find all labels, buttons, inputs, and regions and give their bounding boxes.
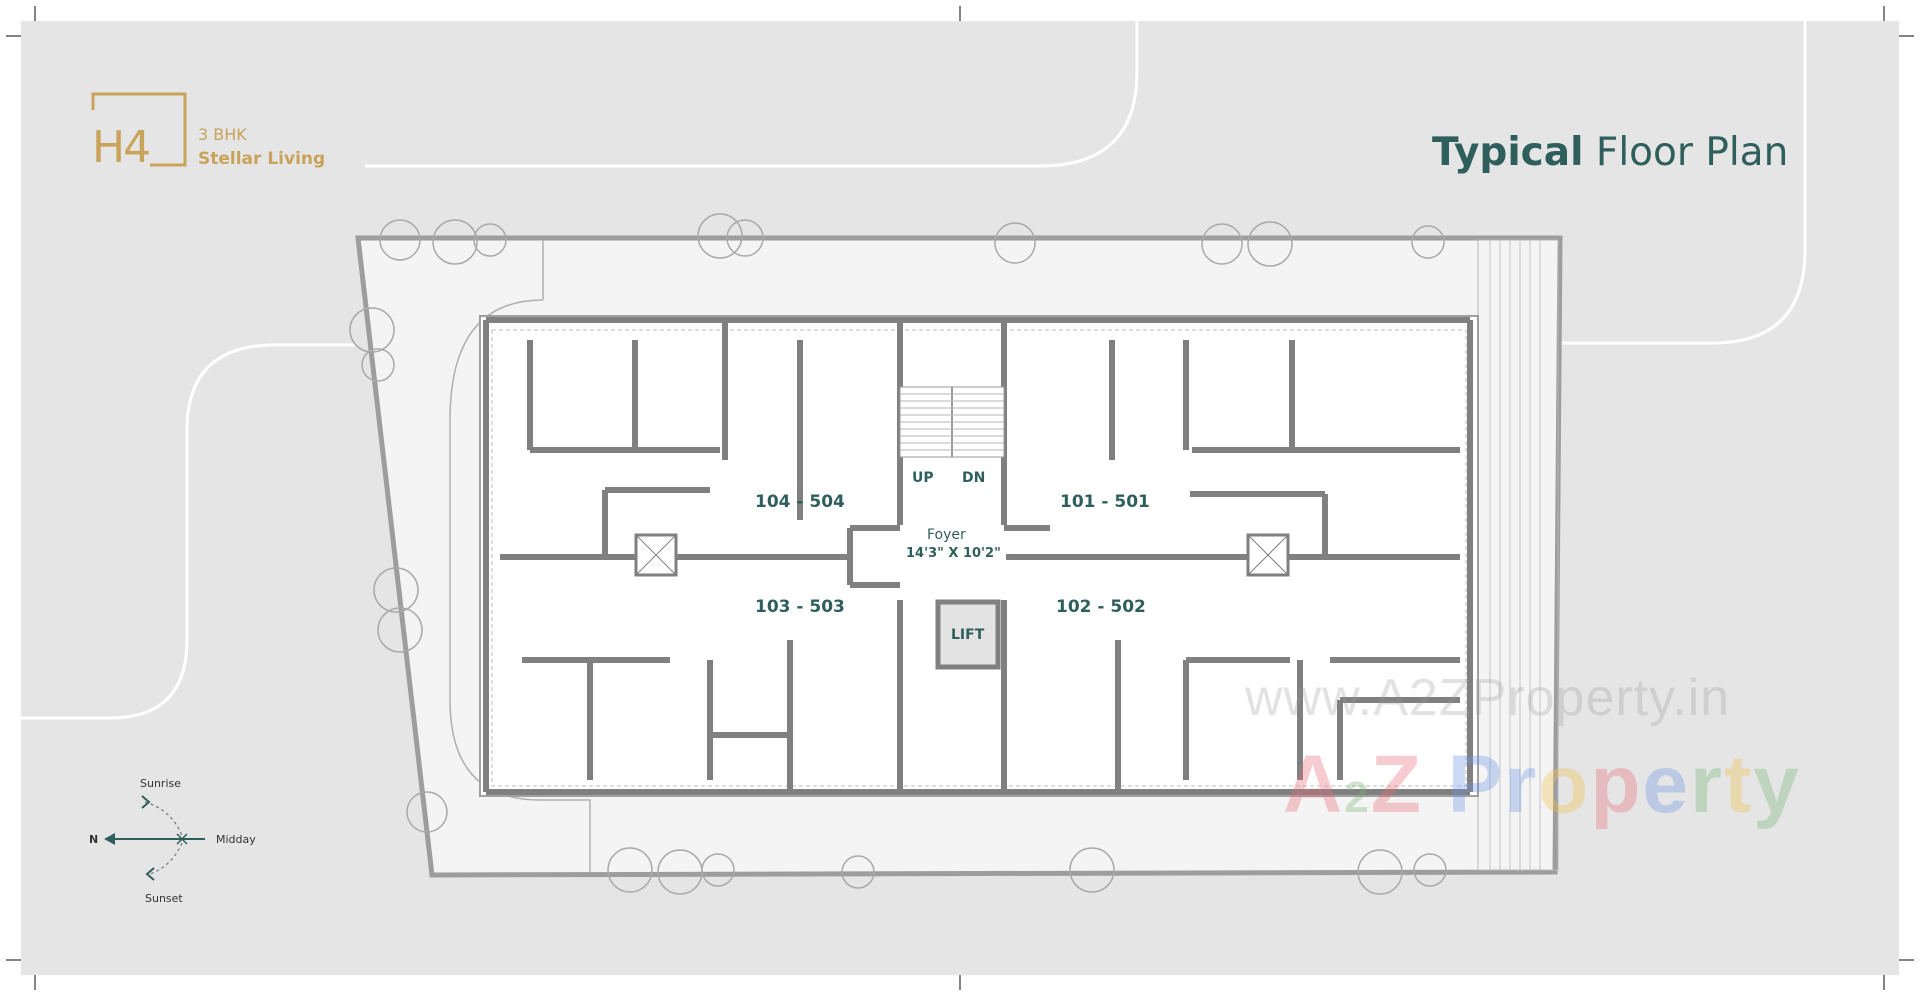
crop-marks (6, 6, 1914, 990)
compass-sunrise-label: Sunrise (140, 777, 182, 790)
foyer-size: 14'3" X 10'2" (906, 546, 1001, 561)
watermark-url: www.A2ZProperty.in (1245, 669, 1731, 727)
service-shafts (634, 533, 1290, 577)
ramp-hatch (1489, 240, 1541, 870)
staircase (899, 386, 1005, 458)
brand-logo-text: H4 (92, 122, 151, 173)
unit-label-103-503: 103 - 503 (755, 597, 845, 617)
stair-up-label: UP (912, 470, 934, 486)
lift-shaft (935, 599, 1001, 670)
unit-label-104-504: 104 - 504 (755, 492, 845, 512)
unit-label-102-502: 102 - 502 (1056, 597, 1146, 617)
title-bold: Typical (1432, 130, 1584, 175)
balcony-line (491, 329, 1467, 787)
page-title: Typical Floor Plan (1432, 130, 1788, 175)
compass (104, 795, 205, 881)
brand-line2: Stellar Living (198, 149, 326, 169)
brand-line1: 3 BHK (198, 125, 247, 144)
watermark-logo: A2Z Property (1283, 739, 1801, 830)
compass-midday-label: Midday (216, 833, 256, 846)
stair-down-label: DN (962, 470, 986, 486)
foyer-label: Foyer (927, 527, 966, 543)
title-light: Floor Plan (1595, 130, 1789, 175)
walls (483, 317, 1473, 795)
lift-label: LIFT (951, 627, 985, 643)
compass-sunset-label: Sunset (145, 892, 183, 905)
brand-logo-frame (91, 92, 187, 167)
compass-north-label: N (89, 833, 99, 846)
landscape-trees (349, 213, 1447, 895)
unit-label-101-501: 101 - 501 (1060, 492, 1150, 512)
road-lines (21, 21, 1807, 720)
